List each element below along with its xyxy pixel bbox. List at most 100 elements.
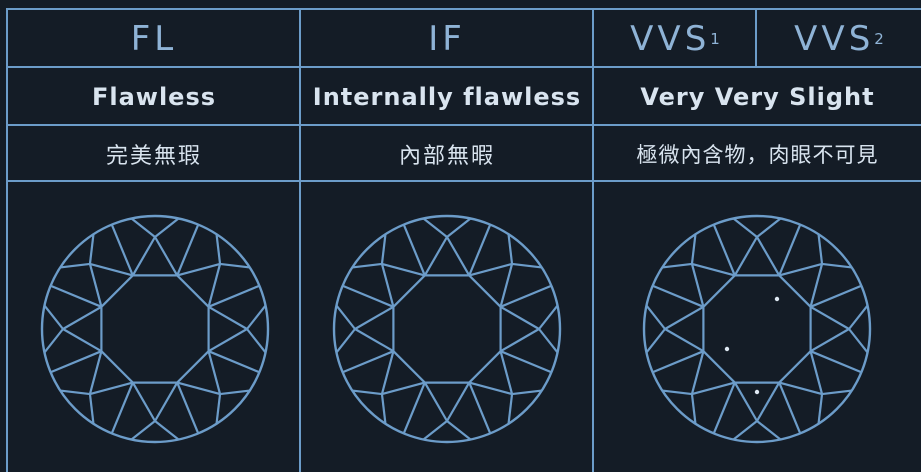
table-facet-edge — [101, 275, 132, 306]
girdle-facet-edge — [155, 218, 178, 237]
star-facet-edge — [177, 383, 220, 394]
star-facet-edge — [501, 351, 512, 394]
grade-name-zh: 內部無暇 — [301, 126, 593, 181]
star-facet-edge — [155, 237, 177, 275]
girdle-facet-edge — [757, 421, 780, 440]
grade-code-main: FL — [131, 19, 178, 59]
girdle-facet-edge — [822, 264, 852, 268]
star-facet-edge — [355, 307, 393, 329]
bezel-facet-edge — [177, 383, 198, 434]
bezel-facet-edge — [779, 383, 800, 434]
star-facet-edge — [665, 307, 703, 329]
girdle-facet-edge — [849, 306, 868, 329]
girdle-facet-edge — [819, 234, 823, 264]
table-facet-edge — [703, 351, 734, 382]
girdle-facet-edge — [60, 264, 90, 268]
bezel-facet-edge — [51, 286, 102, 307]
table-facet-edge — [101, 351, 132, 382]
bezel-facet-edge — [177, 225, 198, 276]
star-facet-edge — [692, 264, 735, 275]
star-facet-edge — [735, 237, 757, 275]
table-facet-edge — [703, 275, 734, 306]
bezel-facet-edge — [112, 383, 133, 434]
girdle-facet-edge — [217, 234, 221, 264]
grade-code-if: IF — [301, 10, 593, 67]
bezel-facet-edge — [469, 225, 490, 276]
bezel-facet-edge — [404, 225, 425, 276]
grade-code-main: IF — [428, 19, 466, 59]
star-facet-edge — [692, 264, 703, 307]
grade-name-en: Flawless — [8, 68, 300, 125]
inclusion-speck — [725, 347, 729, 351]
girdle-facet-edge — [819, 394, 823, 424]
girdle-facet-edge — [132, 421, 155, 440]
girdle-facet-edge — [352, 391, 382, 395]
star-facet-edge — [425, 237, 447, 275]
girdle-facet-edge — [646, 306, 665, 329]
grade-name-zh: 完美無瑕 — [8, 126, 300, 181]
table-facet-edge — [779, 275, 810, 306]
bezel-facet-edge — [714, 225, 735, 276]
star-facet-edge — [90, 264, 101, 307]
star-facet-edge — [209, 264, 220, 307]
girdle-facet-edge — [424, 218, 447, 237]
bezel-facet-edge — [811, 286, 862, 307]
bezel-facet-edge — [209, 286, 260, 307]
star-facet-edge — [469, 383, 512, 394]
diamond-diagram-fl — [38, 212, 272, 446]
bezel-facet-edge — [404, 383, 425, 434]
table-facet-edge — [469, 275, 500, 306]
girdle-facet-edge — [646, 329, 665, 352]
grade-name-en: Internally flawless — [301, 68, 593, 125]
star-facet-edge — [425, 383, 447, 421]
star-facet-edge — [692, 351, 703, 394]
bezel-facet-edge — [779, 225, 800, 276]
bezel-facet-edge — [209, 351, 260, 372]
girdle-facet-edge — [247, 329, 266, 352]
girdle-facet-edge — [155, 421, 178, 440]
girdle-facet-edge — [336, 329, 355, 352]
grade-code-main: VVS — [794, 19, 874, 59]
girdle-facet-edge — [90, 234, 94, 264]
star-facet-edge — [382, 351, 393, 394]
table-facet-edge — [177, 275, 208, 306]
girdle-facet-edge — [822, 391, 852, 395]
star-facet-edge — [665, 329, 703, 351]
star-facet-edge — [692, 383, 735, 394]
table-facet-edge — [393, 275, 424, 306]
girdle-outline — [644, 216, 870, 442]
bezel-facet-edge — [501, 351, 552, 372]
girdle-facet-edge — [352, 264, 382, 268]
girdle-facet-edge — [692, 234, 696, 264]
girdle-facet-edge — [662, 264, 692, 268]
girdle-facet-edge — [424, 421, 447, 440]
star-facet-edge — [811, 329, 849, 351]
girdle-facet-edge — [336, 306, 355, 329]
star-facet-edge — [757, 237, 779, 275]
bezel-facet-edge — [112, 225, 133, 276]
girdle-facet-edge — [539, 329, 558, 352]
star-facet-edge — [757, 383, 779, 421]
star-facet-edge — [63, 307, 101, 329]
diamond-diagram-vvs — [640, 212, 874, 446]
bezel-facet-edge — [469, 383, 490, 434]
bezel-facet-edge — [501, 286, 552, 307]
inclusion-speck — [775, 297, 779, 301]
grade-code-vvs1: VVS1 — [594, 10, 756, 67]
star-facet-edge — [779, 383, 822, 394]
girdle-facet-edge — [382, 394, 386, 424]
star-facet-edge — [779, 264, 822, 275]
star-facet-edge — [355, 329, 393, 351]
star-facet-edge — [155, 383, 177, 421]
girdle-facet-edge — [512, 264, 542, 268]
girdle-facet-edge — [220, 264, 250, 268]
bezel-facet-edge — [714, 383, 735, 434]
star-facet-edge — [90, 351, 101, 394]
star-facet-edge — [177, 264, 220, 275]
girdle-facet-edge — [44, 306, 63, 329]
girdle-facet-edge — [509, 234, 513, 264]
bezel-facet-edge — [343, 286, 394, 307]
girdle-facet-edge — [60, 391, 90, 395]
